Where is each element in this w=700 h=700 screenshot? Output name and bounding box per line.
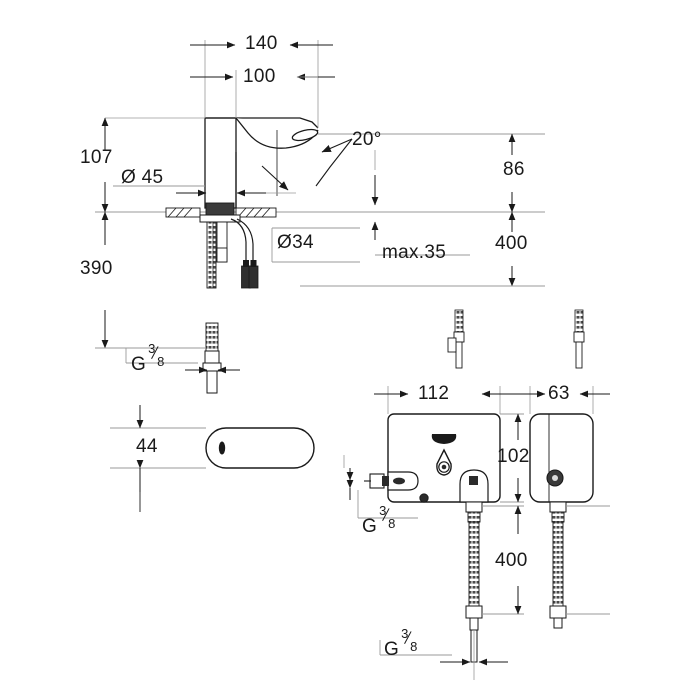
dimensions-right-elevation xyxy=(300,133,545,287)
faucet-top-plan-view xyxy=(110,405,315,512)
dim-counter-thickness: max.35 xyxy=(382,242,447,263)
dim-box-width: 112 xyxy=(418,383,450,404)
control-box-front-view xyxy=(364,309,501,663)
dim-sensor-height: 86 xyxy=(503,159,525,180)
angle-leader-lines xyxy=(261,138,353,191)
dim-box-height: 102 xyxy=(497,446,530,467)
box-left-connection xyxy=(364,471,419,491)
faucet-front-elevation xyxy=(95,117,545,394)
dimensions-control-boxes xyxy=(343,386,610,680)
box-top-cable-side xyxy=(573,309,585,369)
dim-hose-length-bottom: 400 xyxy=(495,550,528,571)
faucet-supply-hose xyxy=(202,322,222,394)
dim-footprint-width: 44 xyxy=(136,436,158,457)
dim-box-depth: 63 xyxy=(548,383,570,404)
dim-angle: 20° xyxy=(352,129,382,150)
control-box-side-view xyxy=(529,309,594,629)
counter-deck-hatch xyxy=(165,207,277,218)
dim-spout-reach-total: 140 xyxy=(245,33,278,54)
dim-hose-length-top: 400 xyxy=(495,233,528,254)
dim-base-diameter: Ø 45 xyxy=(121,167,164,188)
mounting-shank-assembly xyxy=(199,202,241,289)
dim-below-counter: 390 xyxy=(80,258,113,279)
thread-prefix-box-side: G xyxy=(362,516,378,537)
dim-spout-reach-inner: 100 xyxy=(243,66,276,87)
dimensions-upper-left xyxy=(95,40,360,374)
sensor-cables xyxy=(230,218,259,289)
faucet-body-outline xyxy=(204,117,319,209)
box-outlet-hose-side xyxy=(549,501,567,629)
dim-hole-diameter: Ø34 xyxy=(277,232,314,253)
thread-prefix-box-bottom: G xyxy=(384,639,400,660)
box-top-cable-front xyxy=(447,309,465,369)
thread-prefix-faucet: G xyxy=(131,354,147,375)
dim-body-height: 107 xyxy=(80,147,113,168)
